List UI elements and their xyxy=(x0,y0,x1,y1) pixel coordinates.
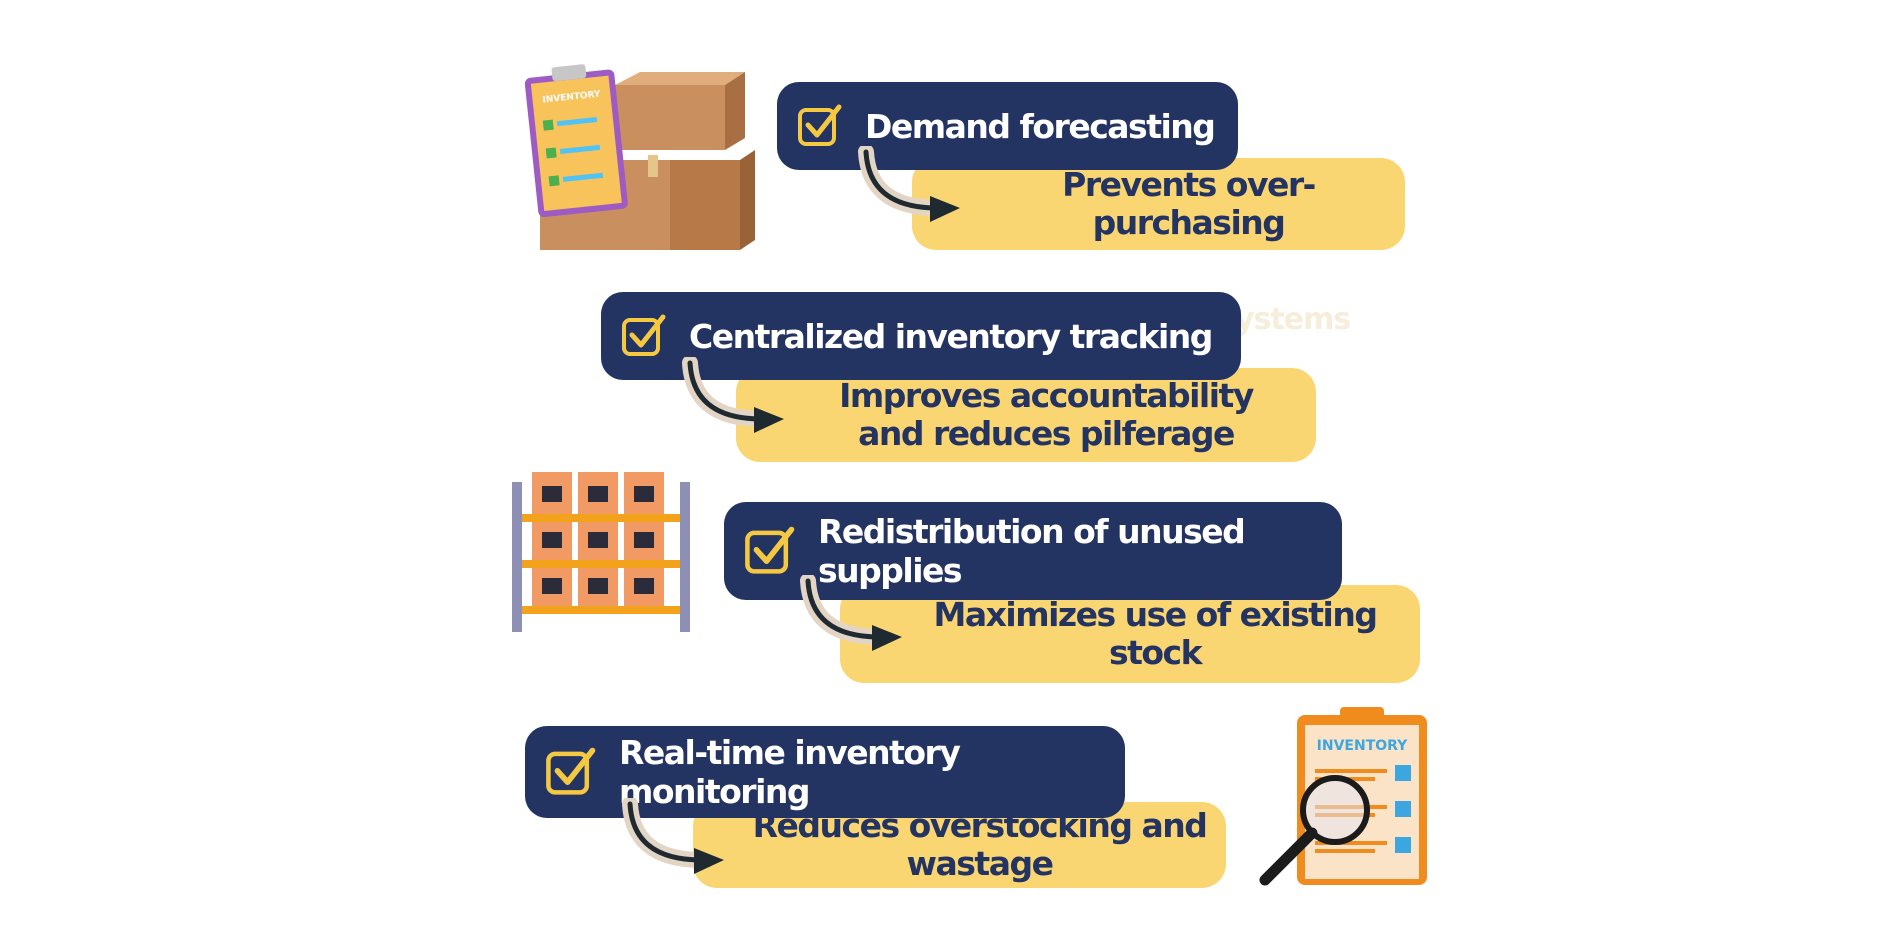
feature-text-4: Real-time inventory monitoring xyxy=(619,733,961,811)
feature-text-1: Demand forecasting xyxy=(865,106,1216,146)
checkbox-icon xyxy=(798,104,842,146)
ghost-text: ystems xyxy=(1235,302,1351,337)
benefit-pill-3: Maximizes use of existing stock xyxy=(840,585,1420,683)
benefit-pill-2: Improves accountability and reduces pilf… xyxy=(736,368,1316,462)
curved-arrow-icon xyxy=(858,146,960,222)
benefit-text-1: Prevents over-purchasing xyxy=(1062,165,1316,242)
feature-pill-4: Real-time inventory monitoring xyxy=(525,726,1125,818)
benefit-pill-1: Prevents over-purchasing xyxy=(912,158,1405,250)
feature-pill-2: Centralized inventory tracking xyxy=(601,292,1241,380)
benefit-text-2: Improves accountability and reduces pilf… xyxy=(839,376,1254,453)
curved-arrow-icon xyxy=(800,575,902,651)
feature-text-3: Redistribution of unused supplies xyxy=(818,512,1246,590)
checkbox-icon xyxy=(546,747,596,795)
checkbox-icon xyxy=(745,526,795,574)
feature-text-2: Centralized inventory tracking xyxy=(689,316,1213,356)
clipboard-magnifier-illustration: INVENTORY xyxy=(1259,707,1427,886)
feature-pill-1: Demand forecasting xyxy=(777,82,1238,170)
benefit-text-3: Maximizes use of existing stock xyxy=(933,595,1378,672)
checkbox-icon xyxy=(622,314,666,356)
benefit-text-4: Reduces overstocking and wastage xyxy=(752,806,1208,883)
warehouse-shelf-illustration xyxy=(512,472,690,632)
curved-arrow-icon xyxy=(682,357,784,433)
clipboard-boxes-illustration: INVENTORY xyxy=(524,64,755,250)
feature-pill-3: Redistribution of unused supplies xyxy=(724,502,1342,600)
clipboard-label: INVENTORY xyxy=(1317,738,1409,754)
curved-arrow-icon xyxy=(622,798,724,874)
